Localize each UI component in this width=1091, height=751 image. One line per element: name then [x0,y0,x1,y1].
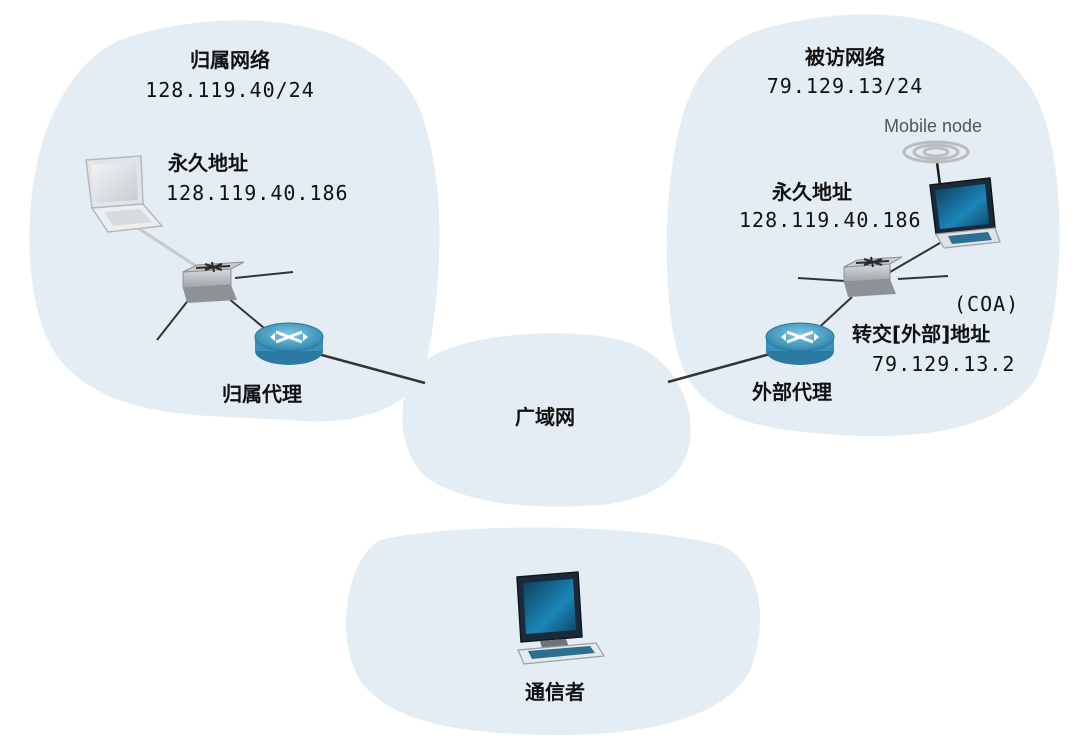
home-network-cloud [29,20,440,422]
home-permanent-address: 128.119.40.186 [166,181,349,205]
care-of-address-label: 转交[外部]地址 [852,322,991,346]
home-network-title: 归属网络 [190,48,270,72]
visited-switch-stub-right [897,275,949,280]
visited-permanent-address: 128.119.40.186 [739,208,922,232]
visited-switch-icon [843,256,903,297]
home-router-wan-link [317,352,426,385]
home-switch-stub-left [156,297,191,341]
home-laptop-link [137,226,206,274]
home-agent-router-icon [254,322,324,365]
wireless-signal-icon [902,140,970,164]
home-switch-router-link [227,297,271,334]
home-switch-icon [182,261,245,303]
home-switch-stub-right [234,271,294,279]
mobile-node-label: Mobile node [884,116,983,136]
wan-cloud [402,333,691,507]
visited-switch-laptop-link [889,242,941,273]
visited-network-cloud [666,14,1060,437]
home-laptop-icon [85,155,164,233]
foreign-agent-router-icon [765,322,835,365]
home-permanent-address-label: 永久地址 [168,151,248,175]
coa-tag: (COA) [954,292,1020,316]
visited-switch-stub-left [797,277,846,282]
home-network-subnet: 128.119.40/24 [145,78,315,102]
foreign-agent-label: 外部代理 [752,380,832,404]
visited-permanent-address-label: 永久地址 [772,180,852,204]
wan-label: 广域网 [515,405,575,429]
correspondent-label: 通信者 [525,680,585,704]
mobile-node-laptop-icon [929,154,1001,249]
visited-network-title: 被访网络 [805,45,885,69]
home-agent-label: 归属代理 [222,382,302,406]
care-of-address: 79.129.13.2 [872,352,1016,376]
correspondent-computer-icon [516,571,606,665]
visited-network-subnet: 79.129.13/24 [766,74,924,98]
wan-foreign-router-link [667,352,771,384]
